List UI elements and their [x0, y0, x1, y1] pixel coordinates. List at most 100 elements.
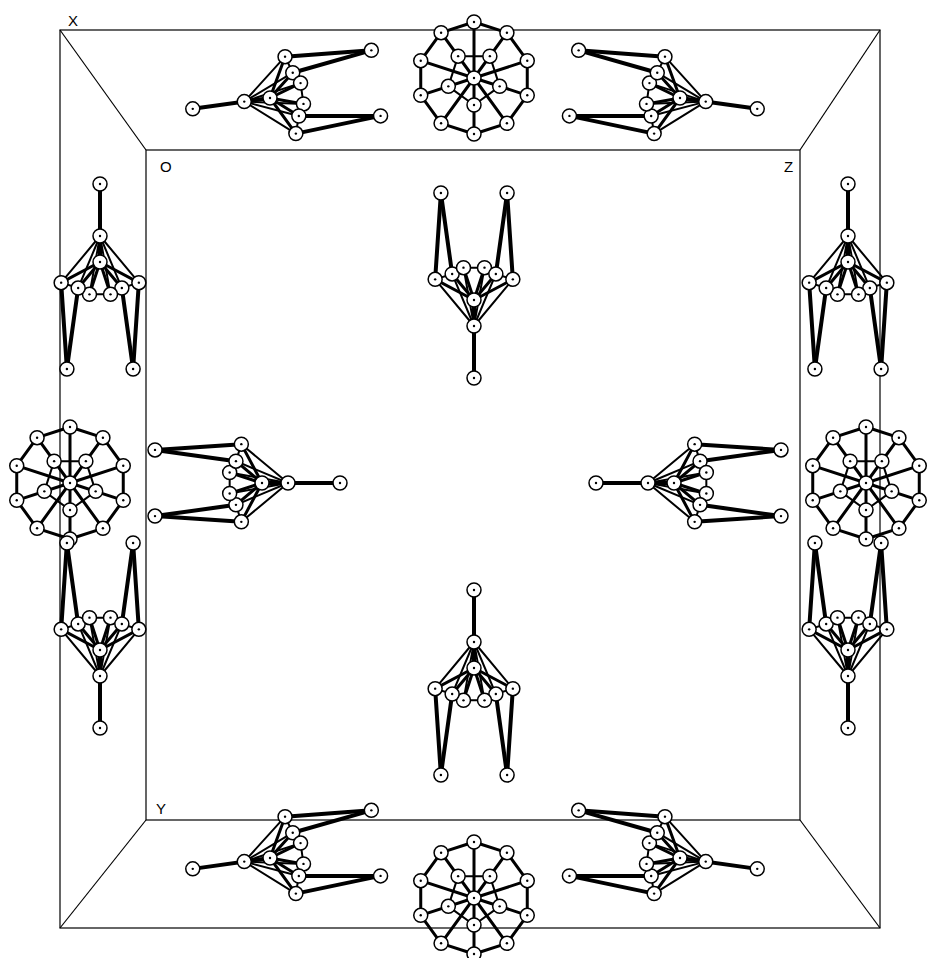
atom-center: [506, 942, 508, 944]
atom-center: [420, 59, 422, 61]
atom: [562, 869, 576, 883]
cage-molecule-side-on: [428, 583, 520, 782]
atom-center: [109, 293, 111, 295]
atom: [445, 687, 459, 701]
bond: [244, 862, 296, 894]
atom: [506, 272, 520, 286]
atom-center: [228, 492, 230, 494]
atom: [493, 79, 507, 93]
bond: [285, 810, 371, 816]
atom-center: [243, 100, 245, 102]
atom-center: [77, 287, 79, 289]
atom-center: [832, 527, 834, 529]
atom-center: [568, 875, 570, 877]
bond: [133, 543, 139, 629]
atom: [441, 79, 455, 93]
bond: [596, 481, 674, 485]
cell-corner-edge: [60, 820, 146, 928]
atom-center: [865, 482, 867, 484]
atom: [699, 95, 713, 109]
atom: [520, 88, 534, 102]
atom: [263, 851, 277, 865]
atom-center: [292, 832, 294, 834]
atom-center: [645, 103, 647, 105]
atom-center: [880, 542, 882, 544]
atom-center: [577, 809, 579, 811]
atom: [148, 509, 162, 523]
cage-molecule-end-on: [414, 15, 535, 141]
atom-center: [420, 94, 422, 96]
atom: [641, 476, 655, 490]
atom: [688, 515, 702, 529]
atom: [414, 54, 428, 68]
bond: [695, 516, 781, 522]
atom: [116, 459, 130, 473]
atom: [428, 272, 442, 286]
atom-center: [370, 49, 372, 51]
atom: [688, 437, 702, 451]
atom: [912, 493, 926, 507]
atom: [434, 186, 448, 200]
atom: [60, 536, 74, 550]
atom: [826, 521, 840, 535]
atom: [234, 437, 248, 451]
atom-center: [506, 122, 508, 124]
bond: [98, 650, 102, 728]
atom-center: [132, 542, 134, 544]
bond: [193, 858, 270, 869]
bond: [680, 858, 757, 869]
atom-center: [240, 443, 242, 445]
atom-center: [473, 77, 475, 79]
bond: [507, 689, 513, 775]
atom: [493, 899, 507, 913]
atom-center: [495, 273, 497, 275]
bond: [473, 842, 476, 898]
atom: [451, 869, 465, 883]
atom-center: [656, 72, 658, 74]
bond: [441, 193, 452, 274]
atom-center: [138, 281, 140, 283]
atom-center: [918, 464, 920, 466]
atom-center: [370, 809, 372, 811]
cell-inner-edge: [146, 150, 800, 820]
bond: [474, 881, 527, 898]
bond: [881, 543, 887, 629]
bond: [122, 543, 133, 624]
atom-center: [836, 293, 838, 295]
atom-center: [865, 426, 867, 428]
atom: [572, 43, 586, 57]
atom-center: [43, 490, 45, 492]
atom: [467, 371, 481, 385]
atom-center: [705, 471, 707, 473]
cage-molecule-side-on: [562, 43, 764, 140]
atom-center: [379, 875, 381, 877]
bond: [695, 444, 781, 450]
atom-center: [299, 82, 301, 84]
atom-center: [865, 538, 867, 540]
atom-center: [69, 482, 71, 484]
atom: [806, 493, 820, 507]
atom-center: [228, 471, 230, 473]
bond: [813, 483, 866, 500]
bond: [296, 116, 381, 134]
atom: [658, 810, 672, 824]
atom: [859, 476, 873, 490]
atom-center: [886, 628, 888, 630]
atom-center: [849, 460, 851, 462]
atom: [875, 454, 889, 468]
atom: [79, 454, 93, 468]
atom-center: [483, 266, 485, 268]
atom: [467, 835, 481, 849]
atom-center: [299, 842, 301, 844]
atom-center: [880, 368, 882, 370]
bond: [473, 22, 476, 78]
atom: [808, 536, 822, 550]
atom-center: [99, 183, 101, 185]
atom-center: [918, 499, 920, 501]
atom-center: [526, 879, 528, 881]
atom: [292, 869, 306, 883]
atom-center: [780, 515, 782, 517]
atom-center: [434, 278, 436, 280]
atom: [520, 908, 534, 922]
atom-center: [886, 281, 888, 283]
